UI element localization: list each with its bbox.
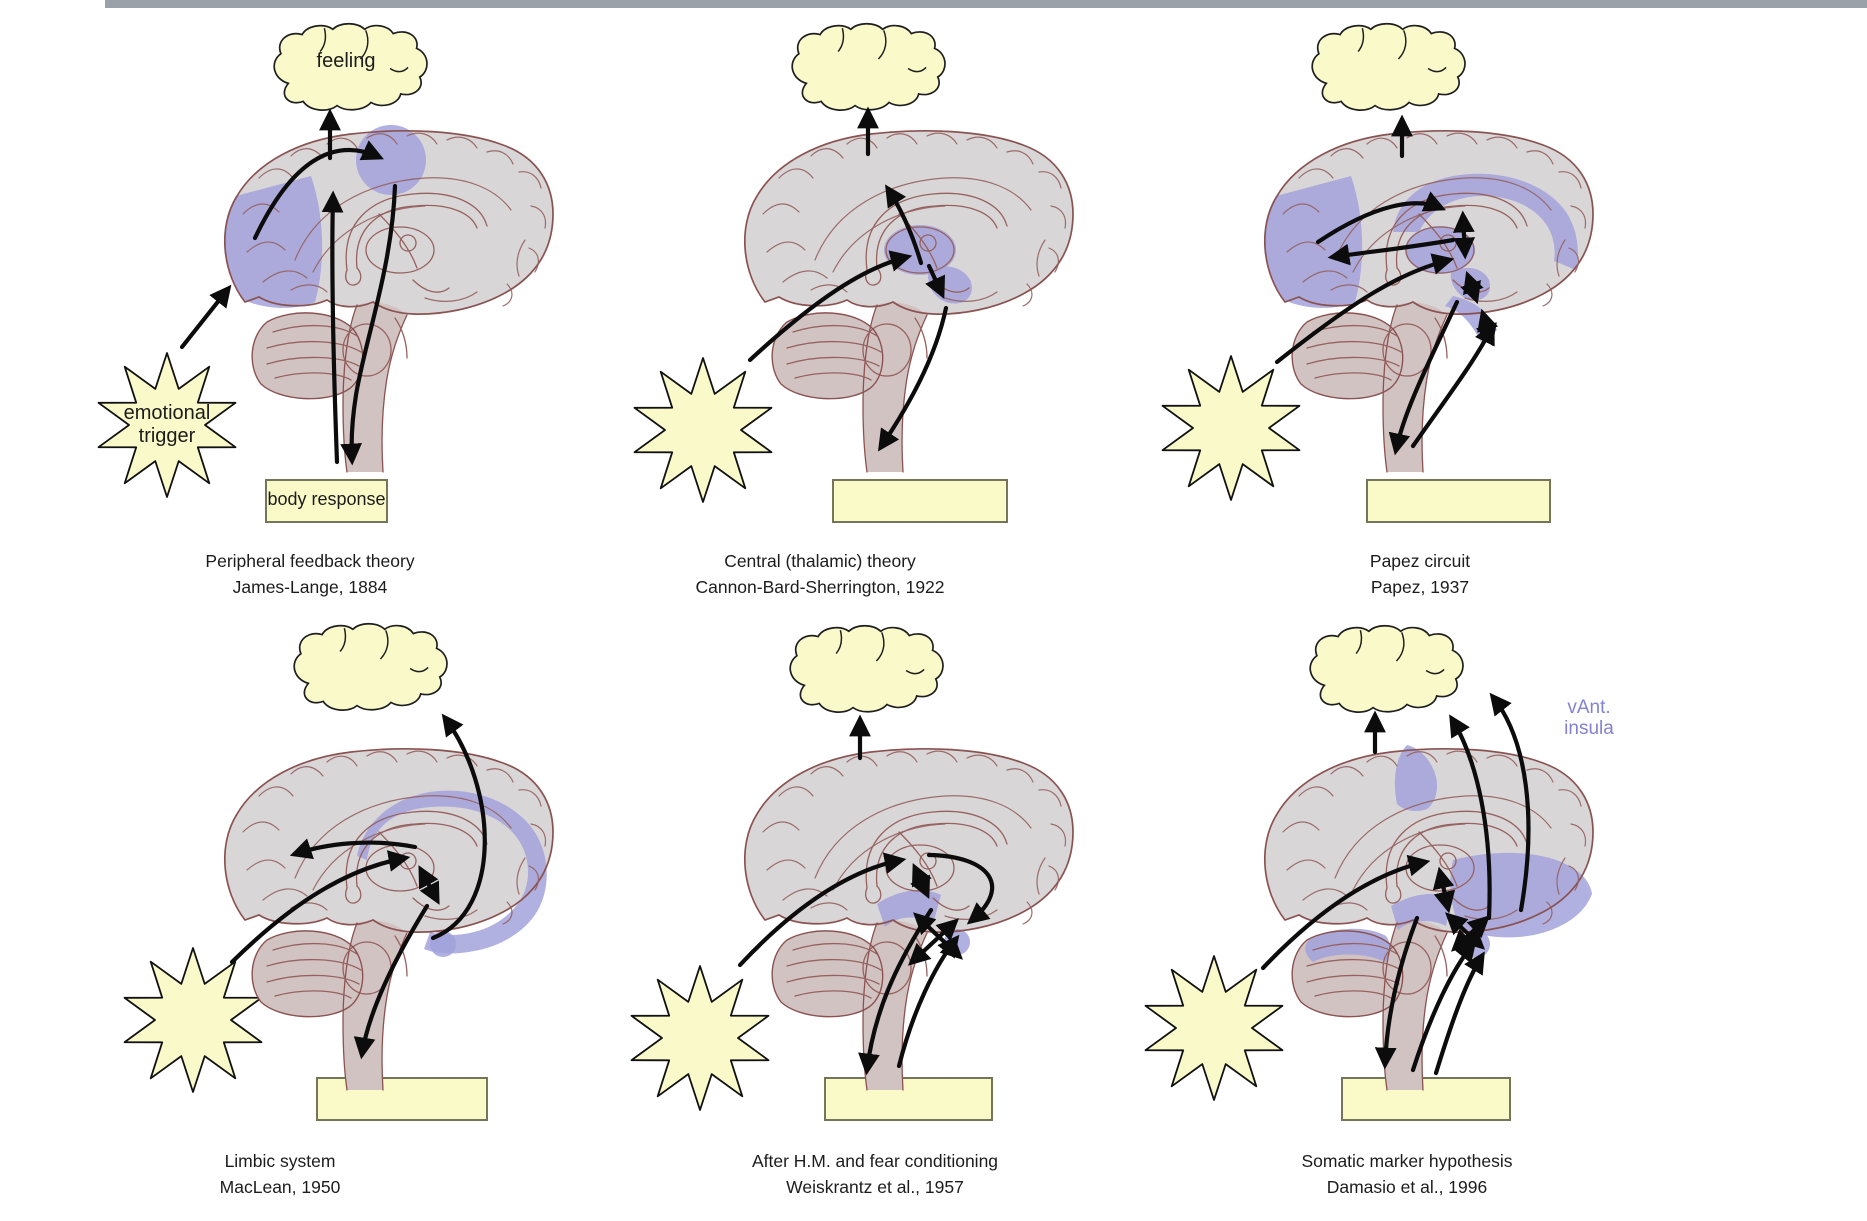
body-response-label: body response [267, 489, 386, 509]
emotional-trigger-star-shape [630, 965, 770, 1111]
caption-subtitle: Cannon-Bard-Sherrington, 1922 [695, 577, 945, 598]
brain-diagram-peripheral-feedback [97, 22, 554, 523]
feeling-cloud-shape [293, 622, 448, 711]
body-response-box [1366, 479, 1551, 523]
anterior-insula-annotation: vAnt.insula [1564, 697, 1614, 739]
body-response-box [824, 1077, 993, 1121]
caption-papez-circuit: Papez circuit Papez, 1937 [1210, 548, 1630, 601]
body-response-box [265, 479, 388, 523]
caption-title: After H.M. and fear conditioning [751, 1151, 999, 1171]
highlight-regions [1305, 745, 1592, 962]
panel-fear-conditioning: After H.M. and fear conditioning Weiskra… [615, 618, 1135, 1221]
emotional-trigger-star-shape [1161, 355, 1301, 501]
caption-title: Central (thalamic) theory [724, 551, 916, 571]
body-response-box [316, 1077, 488, 1121]
emotional-trigger-star-shape [633, 357, 773, 503]
caption-title: Peripheral feedback theory [205, 551, 415, 571]
caption-peripheral-feedback: Peripheral feedback theory James-Lange, … [100, 548, 520, 601]
emotional-trigger-star-shape [1144, 955, 1284, 1101]
window-top-bar [105, 0, 1867, 8]
caption-subtitle: Damasio et al., 1996 [1326, 1177, 1488, 1198]
caption-fear-conditioning: After H.M. and fear conditioning Weiskra… [665, 1148, 1085, 1201]
flow-arrows [747, 106, 949, 452]
flow-arrows [737, 714, 994, 1076]
feeling-cloud-shape [1311, 22, 1466, 111]
caption-title: Somatic marker hypothesis [1301, 1151, 1513, 1171]
brain-diagram-somatic-marker [1144, 624, 1594, 1121]
feeling-cloud-shape [791, 22, 946, 111]
caption-subtitle: Weiskrantz et al., 1957 [786, 1177, 964, 1198]
caption-subtitle: Papez, 1937 [1370, 577, 1470, 598]
panel-papez-circuit: Papez circuit Papez, 1937 [1135, 0, 1655, 612]
feeling-cloud-shape [1309, 624, 1464, 713]
brain-sagittal [744, 748, 1073, 1090]
brain-diagram-papez-circuit [1161, 22, 1594, 523]
body-response-box [832, 479, 1008, 523]
caption-subtitle: MacLean, 1950 [219, 1177, 341, 1198]
caption-title: Papez circuit [1369, 551, 1471, 571]
flow-arrows [1260, 692, 1531, 1076]
body-response-box [1341, 1077, 1511, 1121]
brain-sagittal [744, 130, 1073, 472]
flow-arrows [229, 713, 487, 1060]
caption-title: Limbic system [224, 1151, 336, 1171]
caption-somatic-marker: Somatic marker hypothesis Damasio et al.… [1197, 1148, 1617, 1201]
brain-diagram-central-thalamic [633, 22, 1074, 523]
brain-diagram-fear-conditioning [630, 624, 1074, 1121]
panel-somatic-marker: vAnt.insula Somatic marker hypothesis Da… [1135, 618, 1655, 1221]
brain-diagram-limbic-system [123, 622, 554, 1121]
emotional-trigger-star-shape [123, 947, 263, 1093]
flow-arrows [1274, 114, 1499, 456]
caption-central-thalamic: Central (thalamic) theory Cannon-Bard-Sh… [610, 548, 1030, 601]
feeling-label: feeling [316, 50, 376, 72]
caption-limbic-system: Limbic system MacLean, 1950 [70, 1148, 490, 1201]
caption-subtitle: James-Lange, 1884 [232, 577, 388, 598]
feeling-cloud-shape [789, 624, 944, 713]
panel-limbic-system: Limbic system MacLean, 1950 [95, 618, 615, 1221]
flow-arrows [179, 108, 398, 466]
panel-central-thalamic: Central (thalamic) theory Cannon-Bard-Sh… [615, 0, 1135, 612]
